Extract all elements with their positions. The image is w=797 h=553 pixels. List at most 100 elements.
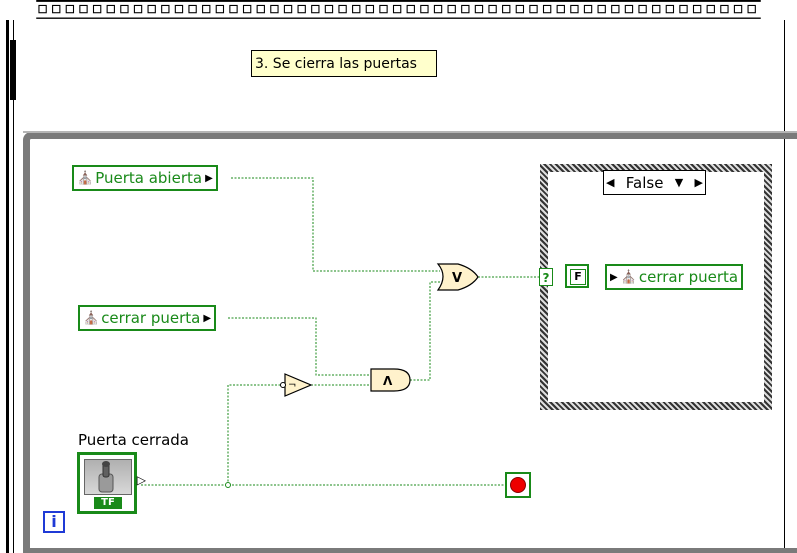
film-hole bbox=[474, 4, 484, 14]
film-hole bbox=[379, 4, 388, 14]
film-hole bbox=[433, 4, 443, 14]
while-loop-top-right-shadow bbox=[23, 131, 797, 133]
iteration-terminal: i bbox=[43, 511, 65, 533]
global-cerrar-puerta-label: cerrar puerta bbox=[101, 308, 201, 327]
film-hole bbox=[52, 4, 61, 14]
film-hole bbox=[242, 4, 252, 14]
sequence-frame-filmstrip bbox=[36, 0, 761, 20]
global-variable-icon: ⛪ bbox=[620, 269, 637, 285]
film-hole bbox=[420, 4, 429, 14]
film-hole bbox=[256, 4, 265, 14]
film-hole bbox=[502, 4, 511, 14]
while-loop[interactable] bbox=[23, 132, 797, 553]
film-hole bbox=[583, 4, 593, 14]
film-hole bbox=[406, 4, 415, 14]
comment-label[interactable]: 3. Se cierra las puertas bbox=[251, 50, 437, 77]
output-terminal-icon: ▶ bbox=[203, 312, 212, 324]
film-hole bbox=[624, 4, 634, 14]
film-hole bbox=[65, 4, 75, 14]
output-terminal-icon: ▶ bbox=[205, 172, 213, 184]
film-hole bbox=[515, 4, 525, 14]
global-variable-icon: ⛪ bbox=[83, 310, 100, 326]
film-hole bbox=[570, 4, 579, 14]
not-gate[interactable]: ¬ bbox=[280, 373, 313, 397]
film-hole bbox=[542, 4, 552, 14]
film-hole bbox=[215, 4, 225, 14]
film-hole bbox=[38, 4, 47, 14]
boolean-constant-label: F bbox=[570, 269, 586, 285]
film-hole bbox=[188, 4, 197, 14]
or-gate-symbol: V bbox=[452, 271, 462, 286]
global-puerta-abierta-read[interactable]: ⛪ Puerta abierta ▶ bbox=[72, 165, 218, 191]
wire-cerrar-puerta bbox=[228, 317, 371, 376]
film-hole bbox=[461, 4, 470, 14]
film-hole bbox=[311, 4, 320, 14]
film-hole bbox=[447, 4, 456, 14]
stop-condition-terminal[interactable] bbox=[505, 472, 531, 498]
film-hole bbox=[665, 4, 675, 14]
film-hole bbox=[338, 4, 347, 14]
film-hole bbox=[365, 4, 375, 14]
toggle-switch-control[interactable]: TF ▷ bbox=[77, 452, 146, 514]
sequence-frame-left-edge-inner bbox=[13, 20, 14, 553]
global-cerrar-puerta-write[interactable]: ▶ ⛪ cerrar puerta bbox=[605, 264, 744, 290]
dropdown-arrow-icon[interactable]: ▼ bbox=[674, 176, 684, 189]
film-hole bbox=[556, 4, 565, 14]
film-hole bbox=[324, 4, 334, 14]
toggle-switch-icon bbox=[84, 459, 132, 495]
film-hole bbox=[92, 4, 102, 14]
case-selector-terminal[interactable]: ? bbox=[539, 268, 553, 286]
film-hole bbox=[229, 4, 238, 14]
film-hole bbox=[202, 4, 211, 14]
film-hole bbox=[679, 4, 688, 14]
decrement-arrow-icon[interactable]: ◀ bbox=[606, 176, 615, 189]
sequence-frame-right-edge bbox=[784, 20, 785, 553]
film-hole bbox=[133, 4, 143, 14]
film-hole bbox=[270, 4, 279, 14]
film-hole bbox=[174, 4, 184, 14]
not-gate-symbol: ¬ bbox=[288, 380, 296, 391]
or-gate[interactable]: V bbox=[436, 263, 479, 291]
and-gate[interactable]: Λ bbox=[370, 368, 411, 392]
film-hole bbox=[297, 4, 306, 14]
increment-arrow-icon[interactable]: ▶ bbox=[694, 176, 703, 189]
control-label-puerta-cerrada: Puerta cerrada bbox=[78, 431, 189, 449]
wire-and-to-or bbox=[410, 281, 440, 381]
wire-toggle-to-not bbox=[227, 384, 281, 485]
film-hole bbox=[733, 4, 743, 14]
global-cerrar-puerta-read[interactable]: ⛪ cerrar puerta ▶ bbox=[78, 305, 217, 331]
stop-icon bbox=[510, 477, 526, 493]
film-hole bbox=[529, 4, 538, 14]
film-hole bbox=[638, 4, 647, 14]
film-hole bbox=[161, 4, 170, 14]
input-terminal-icon: ▶ bbox=[610, 271, 618, 283]
wire-puerta-abierta bbox=[231, 177, 440, 272]
output-terminal-icon: ▷ bbox=[136, 473, 146, 487]
film-hole bbox=[692, 4, 702, 14]
film-hole bbox=[747, 4, 756, 14]
film-hole bbox=[352, 4, 361, 14]
film-hole bbox=[611, 4, 620, 14]
film-hole bbox=[488, 4, 497, 14]
case-selector[interactable]: ◀ False ▼ ▶ bbox=[603, 170, 706, 195]
boolean-constant-false[interactable]: F bbox=[565, 264, 589, 288]
film-hole bbox=[283, 4, 293, 14]
global-cerrar-puerta-write-label: cerrar puerta bbox=[638, 267, 739, 286]
film-hole bbox=[720, 4, 729, 14]
case-selector-value: False bbox=[625, 173, 664, 192]
film-hole bbox=[79, 4, 88, 14]
film-hole bbox=[652, 4, 661, 14]
film-hole bbox=[106, 4, 115, 14]
wire-junction bbox=[225, 482, 231, 488]
film-hole bbox=[120, 4, 129, 14]
global-variable-icon: ⛪ bbox=[77, 170, 94, 186]
sequence-frame-left-edge bbox=[6, 20, 9, 553]
film-hole bbox=[706, 4, 715, 14]
film-hole bbox=[147, 4, 156, 14]
film-hole bbox=[597, 4, 606, 14]
boolean-type-tag: TF bbox=[94, 497, 122, 509]
film-hole bbox=[392, 4, 402, 14]
and-gate-symbol: Λ bbox=[383, 374, 393, 388]
sequence-frame-tab bbox=[10, 40, 16, 100]
